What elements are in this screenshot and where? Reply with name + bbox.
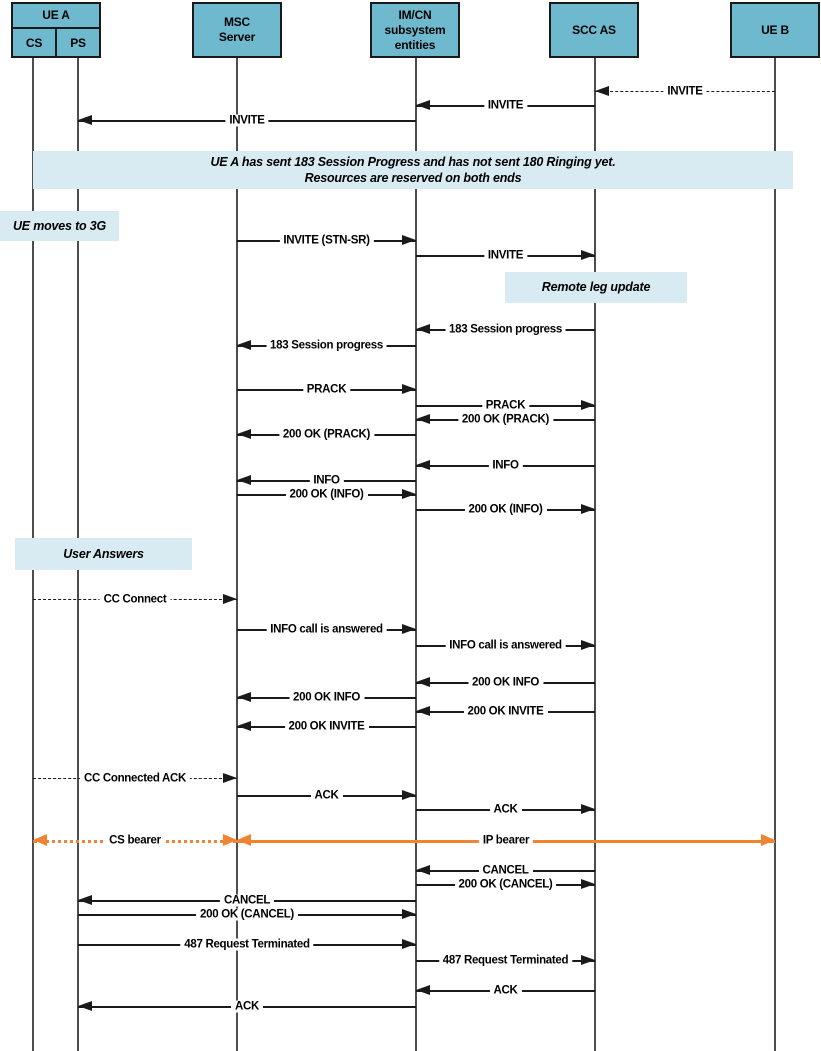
actor-label: UE B (761, 22, 789, 37)
message-label: 200 OK INVITE (284, 720, 369, 733)
message-label: INVITE (483, 249, 528, 262)
actor-sublabel-cs: CS (25, 35, 43, 50)
message-label: IP bearer (478, 834, 534, 847)
arrowhead-left-icon (237, 429, 251, 439)
actor-label: IM/CN subsystem entities (384, 7, 446, 52)
arrowhead-right-icon (402, 624, 416, 634)
message-label: ACK (310, 789, 343, 802)
arrowhead-left-icon (237, 692, 251, 702)
message-label: CC Connect (99, 593, 171, 606)
arrowhead-right-icon (402, 489, 416, 499)
message-label: INFO (488, 459, 523, 472)
arrowhead-right-icon (402, 235, 416, 245)
arrowhead-right-icon (402, 790, 416, 800)
arrowhead-left-icon (595, 86, 609, 96)
actor-ueb: UE B (730, 2, 820, 58)
actor-label: SCC AS (572, 22, 616, 37)
message-label: 200 OK (PRACK) (457, 413, 554, 426)
message-label: 200 OK (CANCEL) (196, 908, 298, 921)
message-label: PRACK (481, 399, 530, 412)
arrowhead-left-icon (33, 834, 47, 846)
arrowhead-left-icon (237, 340, 251, 350)
actor-uea: UE A CS PS (11, 2, 101, 58)
message-label: CANCEL (478, 864, 533, 877)
message-label: INVITE (STN-SR) (279, 234, 374, 247)
message-label: 200 OK (PRACK) (278, 428, 375, 441)
actor-label: MSC Server (218, 15, 256, 44)
actor-msc: MSC Server (192, 2, 282, 58)
note-remote-leg: Remote leg update (505, 272, 687, 303)
arrowhead-left-icon (78, 1001, 92, 1011)
actor-subrow: CS PS (13, 27, 99, 56)
note-user-answers: User Answers (15, 538, 192, 570)
arrowhead-right-icon (581, 640, 595, 650)
arrowhead-left-icon (237, 834, 251, 846)
arrowhead-left-icon (78, 895, 92, 905)
message-label: 183 Session progress (266, 339, 387, 352)
message-label: 200 OK (CANCEL) (454, 878, 557, 891)
arrowhead-left-icon (237, 721, 251, 731)
arrowhead-right-icon (581, 400, 595, 410)
message-label: PRACK (302, 383, 351, 396)
actor-imcn: IM/CN subsystem entities (370, 2, 460, 58)
message-label: 183 Session progress (445, 323, 566, 336)
arrowhead-right-icon (402, 939, 416, 949)
arrowhead-right-icon (581, 955, 595, 965)
message-label: 200 OK INFO (289, 691, 364, 704)
arrowhead-right-icon (223, 594, 237, 604)
actor-sublabel-ps: PS (55, 29, 99, 56)
arrowhead-left-icon (416, 865, 430, 875)
arrowhead-right-icon (581, 804, 595, 814)
message-label: 487 Request Terminated (438, 954, 573, 967)
arrowhead-left-icon (416, 706, 430, 716)
lifeline-imcn (415, 58, 417, 1051)
message-label: INVITE (663, 85, 707, 98)
lifeline-ueb (774, 58, 776, 1051)
message-label: INVITE (483, 99, 528, 112)
message-label: INFO call is answered (266, 623, 387, 636)
note-ue-moves-3g: UE moves to 3G (0, 211, 119, 241)
actor-sccas: SCC AS (549, 2, 639, 58)
message-label: INVITE (225, 114, 269, 127)
arrowhead-right-icon (761, 834, 775, 846)
arrowhead-left-icon (416, 460, 430, 470)
arrowhead-left-icon (416, 414, 430, 424)
arrowhead-left-icon (416, 677, 430, 687)
message-label: CS bearer (105, 834, 165, 847)
message-label: 200 OK INVITE (463, 705, 548, 718)
arrowhead-left-icon (78, 115, 92, 125)
message-label: INFO call is answered (445, 639, 566, 652)
arrowhead-right-icon (581, 879, 595, 889)
message-label: CC Connected ACK (79, 772, 191, 785)
message-label: CANCEL (219, 894, 275, 907)
message-label: ACK (489, 984, 522, 997)
message-label: 487 Request Terminated (180, 938, 314, 951)
arrowhead-right-icon (223, 773, 237, 783)
message-label: 200 OK (INFO) (464, 503, 547, 516)
lifeline-sccas (594, 58, 596, 1051)
arrowhead-left-icon (416, 324, 430, 334)
arrowhead-right-icon (402, 384, 416, 394)
arrowhead-left-icon (416, 985, 430, 995)
lifeline-msc (236, 58, 238, 1051)
message-label: 200 OK (INFO) (285, 488, 368, 501)
note-183-progress: UE A has sent 183 Session Progress and h… (33, 151, 793, 189)
arrowhead-right-icon (402, 909, 416, 919)
actor-label: UE A (42, 8, 70, 22)
arrowhead-right-icon (223, 834, 237, 846)
arrowhead-right-icon (581, 504, 595, 514)
arrowhead-left-icon (416, 100, 430, 110)
message-label: ACK (489, 803, 522, 816)
message-label: 200 OK INFO (468, 676, 543, 689)
message-label: ACK (230, 1000, 264, 1013)
arrowhead-left-icon (237, 475, 251, 485)
arrowhead-right-icon (581, 250, 595, 260)
message-label: INFO (309, 474, 344, 487)
